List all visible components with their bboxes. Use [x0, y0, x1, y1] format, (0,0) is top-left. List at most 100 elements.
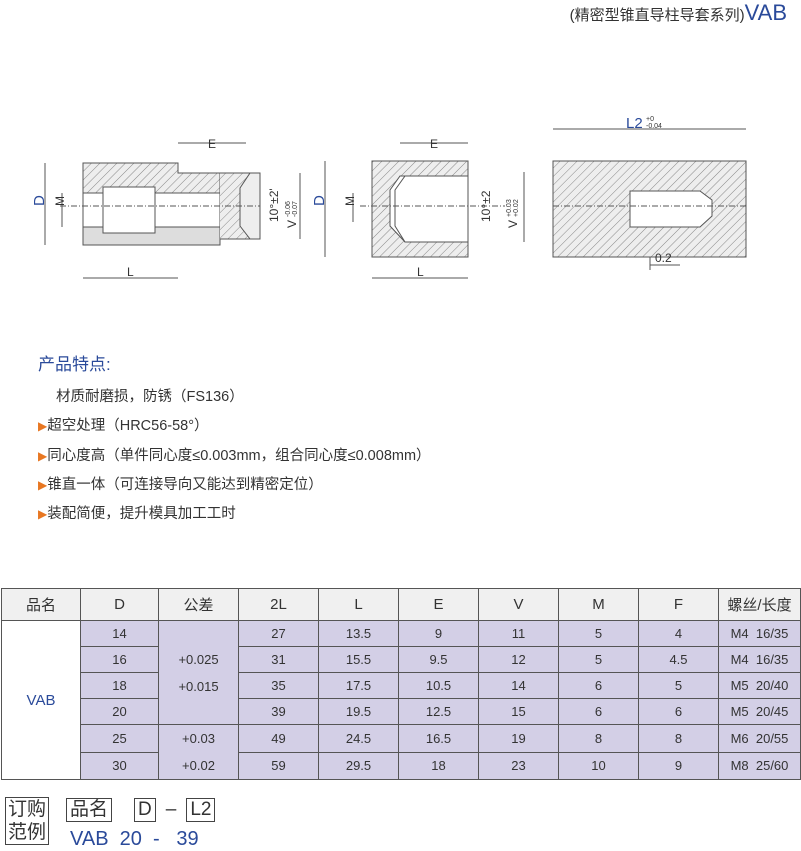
product-name: VAB [1, 620, 81, 780]
order-example-label: 订购范例 [5, 797, 50, 845]
cell: 8 [638, 724, 719, 753]
cell: 5 [558, 646, 639, 673]
svg-text:L: L [127, 265, 134, 279]
cell: 14 [80, 620, 159, 647]
features-title: 产品特点: [38, 355, 111, 374]
svg-text:10°±2: 10°±2 [479, 190, 493, 222]
svg-text:M: M [53, 196, 67, 206]
cell: 5 [558, 620, 639, 647]
triangle-bullet-icon: ▶ [38, 419, 48, 433]
cell: 27 [238, 620, 319, 647]
tolerance-cell: +0.025 +0.015 [158, 620, 239, 725]
cell: 9.5 [398, 646, 479, 673]
svg-text:E: E [430, 137, 438, 151]
header-cell: 公差 [158, 588, 239, 621]
cell: 18 [80, 672, 159, 699]
header-cell: 螺丝/长度 [718, 588, 801, 621]
svg-text:L: L [417, 265, 424, 279]
cell: M6 20/55 [718, 724, 801, 753]
triangle-bullet-icon: ▶ [38, 449, 48, 463]
cell: 30 [80, 751, 159, 780]
cell: 14 [478, 672, 559, 699]
order-format: 品名 D – L2 [66, 798, 216, 822]
cell: 5 [638, 672, 719, 699]
order-example: VAB 20 - 39 [70, 828, 199, 850]
header-cell: 2L [238, 588, 319, 621]
cell: 17.5 [318, 672, 399, 699]
header-cell: 品名 [1, 588, 81, 621]
svg-text:L2: L2 [626, 115, 643, 132]
feature-item: ▶超空处理（HRC56-58°） [38, 418, 209, 434]
header-cell: M [558, 588, 639, 621]
technical-drawings: E E L L 0.2 D D M M 10°±2' 10°±2 V V L2 … [31, 115, 747, 279]
cell: M4 16/35 [718, 620, 801, 647]
cell: 19 [478, 724, 559, 753]
cell: 9 [398, 620, 479, 647]
header-cell: D [80, 588, 159, 621]
svg-text:V: V [285, 220, 299, 228]
svg-text:E: E [208, 137, 216, 151]
svg-text:-0.04: -0.04 [646, 123, 662, 130]
cell: 35 [238, 672, 319, 699]
svg-text:D: D [311, 195, 328, 206]
drawing-bushing-2 [324, 142, 525, 279]
cell: M4 16/35 [718, 646, 801, 673]
header-cell: E [398, 588, 479, 621]
cell: M5 20/40 [718, 672, 801, 699]
svg-text:V: V [506, 220, 520, 228]
cell: 15.5 [318, 646, 399, 673]
cell: M8 25/60 [718, 751, 801, 780]
cell: 39 [238, 698, 319, 725]
cell: 20 [80, 698, 159, 725]
cell: 31 [238, 646, 319, 673]
cell: 29.5 [318, 751, 399, 780]
triangle-bullet-icon: ▶ [38, 507, 48, 521]
cell: 9 [638, 751, 719, 780]
svg-text:+0: +0 [646, 116, 654, 123]
cell: 13.5 [318, 620, 399, 647]
cell: 12 [478, 646, 559, 673]
feature-item: ▶锥直一体（可连接导向又能达到精密定位） [38, 477, 323, 493]
cell: 10.5 [398, 672, 479, 699]
cell: 11 [478, 620, 559, 647]
cell: 6 [558, 672, 639, 699]
cell: 16.5 [398, 724, 479, 753]
svg-text:-0.07: -0.07 [292, 201, 299, 217]
drawing-assembly [552, 128, 747, 270]
cell: 10 [558, 751, 639, 780]
page-title: (精密型锥直导柱导套系列)VAB [569, 0, 787, 25]
drawing-bushing-1 [44, 142, 301, 279]
cell: 25 [80, 724, 159, 753]
svg-text:M: M [343, 196, 357, 206]
svg-text:+0.02: +0.02 [513, 199, 520, 217]
feature-item: 材质耐磨损，防锈（FS136） [56, 389, 244, 405]
cell: 6 [638, 698, 719, 725]
triangle-bullet-icon: ▶ [38, 478, 48, 492]
feature-item: ▶装配简便，提升模具加工工时 [38, 506, 236, 522]
svg-text:D: D [31, 195, 48, 206]
cell: 23 [478, 751, 559, 780]
svg-text:-0.06: -0.06 [285, 201, 292, 217]
cell: 18 [398, 751, 479, 780]
cell: 4.5 [638, 646, 719, 673]
cell: 15 [478, 698, 559, 725]
cell: 49 [238, 724, 319, 753]
cell: 8 [558, 724, 639, 753]
cell: 6 [558, 698, 639, 725]
tolerance-cell: +0.03 +0.02 [158, 724, 239, 780]
feature-item: ▶同心度高（单件同心度≤0.003mm，组合同心度≤0.008mm） [38, 448, 431, 464]
svg-text:0.2: 0.2 [655, 251, 672, 265]
header-cell: V [478, 588, 559, 621]
header-cell: F [638, 588, 719, 621]
cell: 59 [238, 751, 319, 780]
cell: 4 [638, 620, 719, 647]
header-cell: L [318, 588, 399, 621]
